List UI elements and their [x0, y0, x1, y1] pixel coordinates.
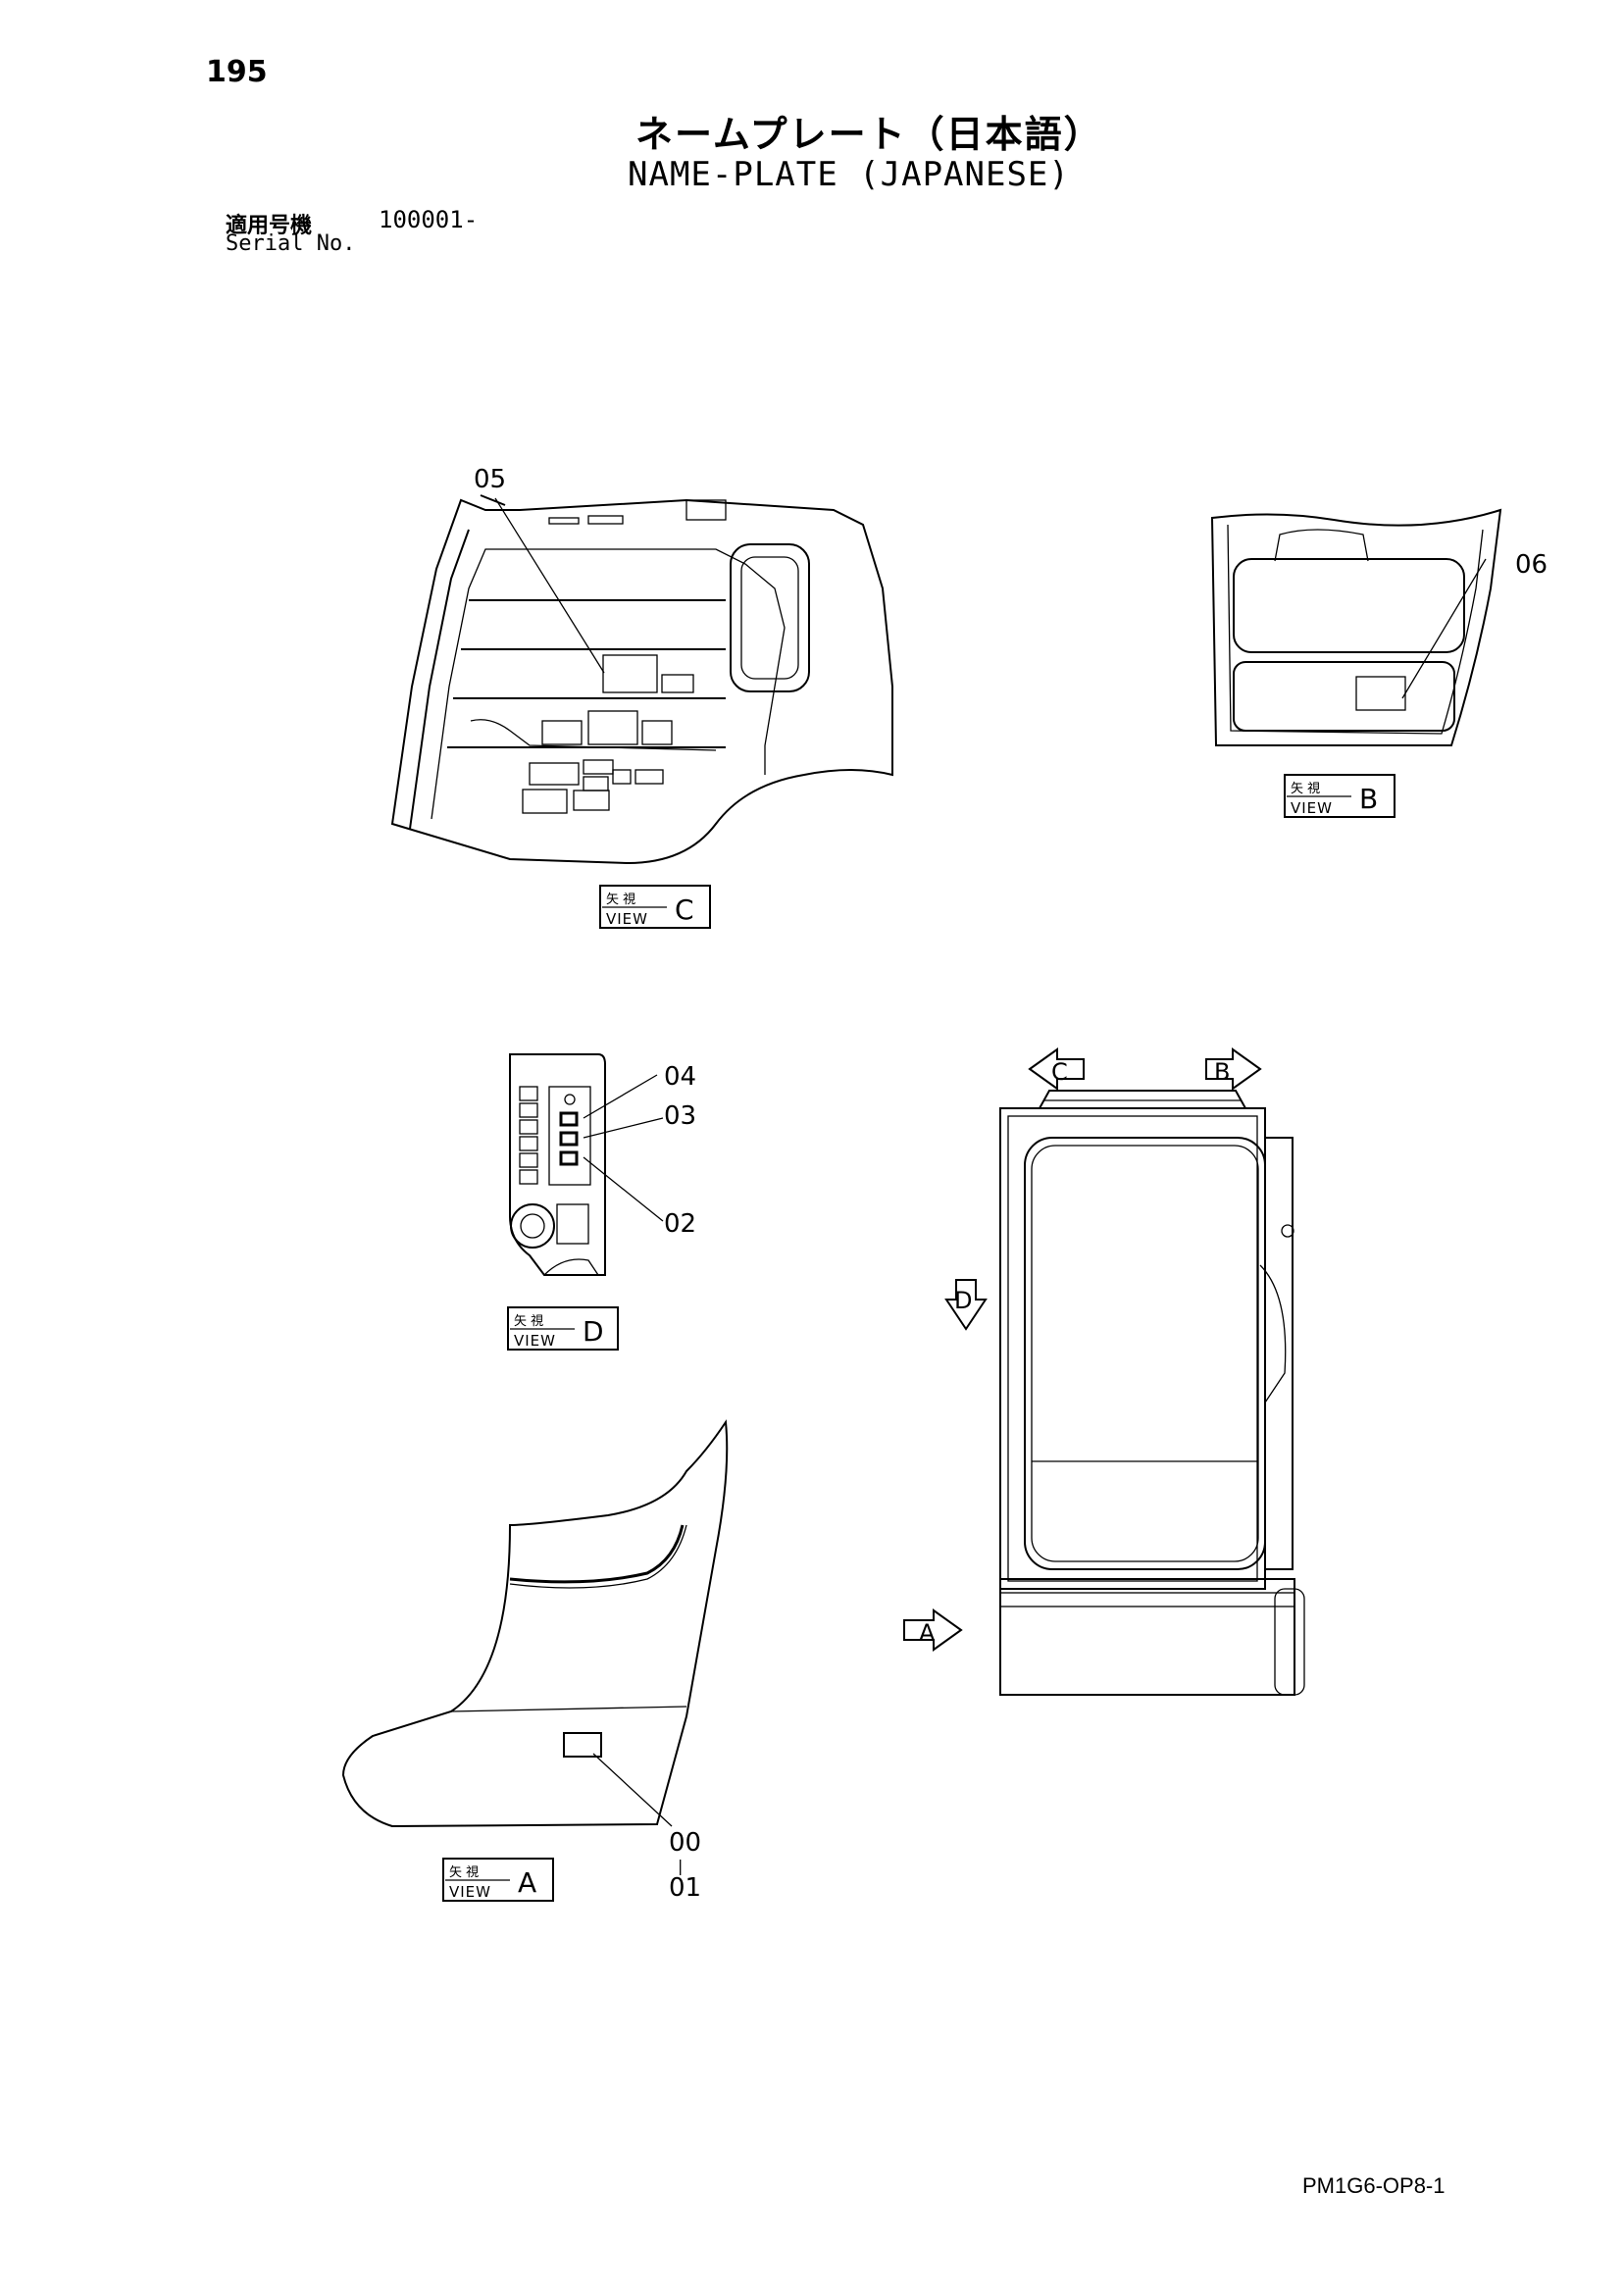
view-d-drawing: 04 03 02 [509, 1053, 696, 1276]
callout-02: 02 [664, 1209, 696, 1239]
svg-text:VIEW: VIEW [1291, 799, 1333, 817]
callout-01: 01 [669, 1873, 701, 1903]
direction-arrow-d: D [944, 1279, 988, 1331]
svg-text:B: B [1359, 783, 1378, 815]
cab-overview-drawing [999, 1090, 1305, 1696]
svg-text:矢 視: 矢 視 [514, 1314, 543, 1329]
svg-text:B: B [1214, 1058, 1230, 1086]
view-b-label: 矢 視 VIEW B [1284, 774, 1396, 818]
svg-text:A: A [919, 1619, 936, 1647]
svg-text:VIEW: VIEW [449, 1883, 491, 1901]
svg-text:C: C [675, 893, 694, 926]
serial-number-value: 100001- [379, 206, 479, 233]
callout-03: 03 [664, 1101, 696, 1131]
callout-separator: | [678, 1857, 683, 1875]
direction-arrow-a: A [903, 1608, 963, 1652]
callout-05: 05 [474, 465, 506, 494]
direction-arrow-c: C [1028, 1047, 1085, 1091]
callout-04: 04 [664, 1062, 696, 1092]
svg-text:D: D [583, 1315, 604, 1348]
view-c-label: 矢 視 VIEW C [599, 885, 711, 929]
svg-text:矢 視: 矢 視 [1291, 782, 1320, 796]
serial-label-japanese: 適用号機 [226, 214, 313, 238]
view-b-drawing: 06 [1210, 508, 1548, 746]
svg-text:VIEW: VIEW [606, 910, 648, 928]
page-number: 195 [206, 55, 268, 89]
title-japanese: ネームプレート（日本語） [635, 113, 1103, 156]
document-code: PM1G6-OP8-1 [1302, 2173, 1446, 2198]
svg-text:矢 視: 矢 視 [606, 893, 635, 907]
svg-text:D: D [954, 1287, 972, 1314]
callout-06: 06 [1515, 550, 1548, 580]
view-d-label: 矢 視 VIEW D [507, 1306, 619, 1351]
callout-00: 00 [669, 1828, 701, 1858]
svg-text:A: A [518, 1866, 536, 1899]
view-a-drawing: 00 | 01 [341, 1419, 729, 1903]
serial-label-english: Serial No. [226, 231, 356, 256]
view-a-label: 矢 視 VIEW A [442, 1858, 554, 1902]
direction-arrow-b: B [1205, 1047, 1262, 1091]
svg-text:VIEW: VIEW [514, 1332, 556, 1350]
svg-text:矢 視: 矢 視 [449, 1865, 479, 1880]
title-english: NAME-PLATE (JAPANESE) [628, 155, 1070, 194]
svg-text:C: C [1051, 1058, 1068, 1086]
view-c-drawing: 05 [390, 465, 893, 865]
